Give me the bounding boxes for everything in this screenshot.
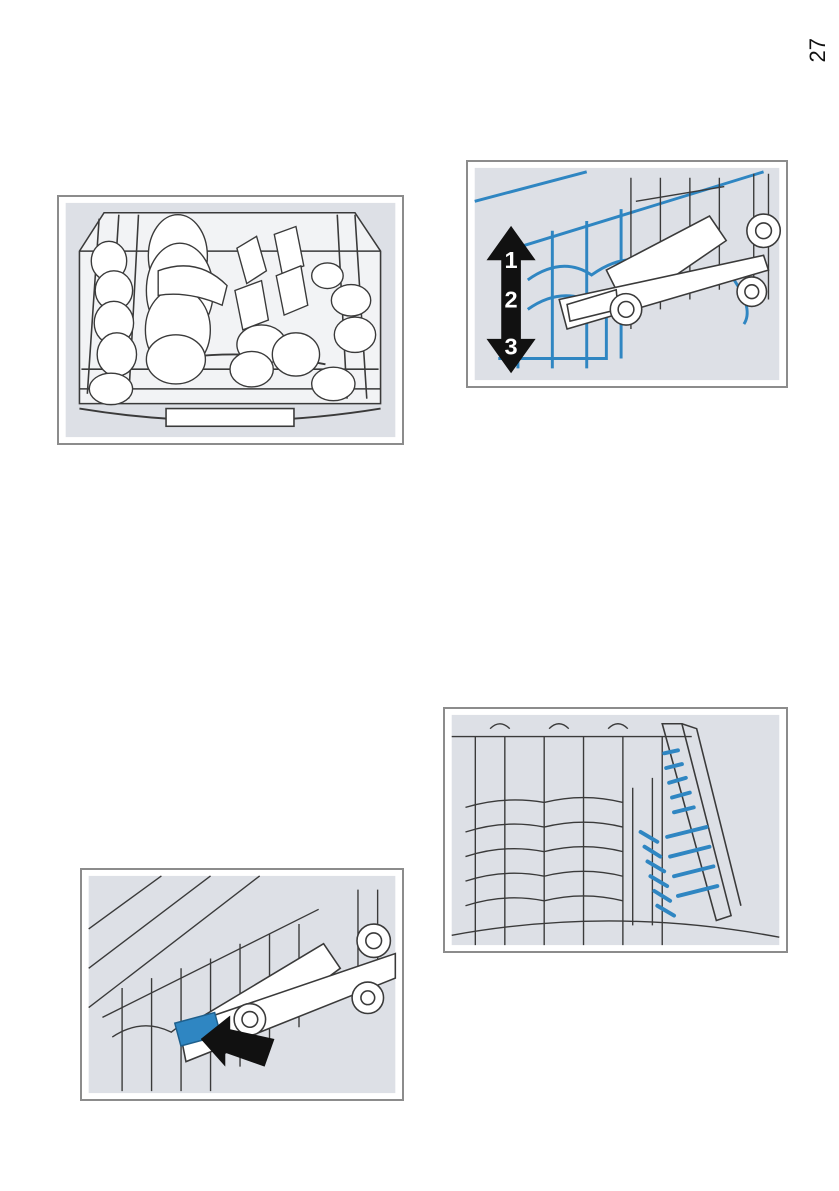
height-marker-1: 1	[505, 247, 518, 273]
height-marker-2: 2	[505, 286, 518, 312]
figure-height-adjustment: 1 2 3	[466, 160, 788, 388]
basket-handle	[166, 409, 294, 427]
figure-loaded-basket	[57, 195, 404, 445]
figure-release-lever	[80, 868, 404, 1101]
figure-folding-tines	[443, 707, 788, 953]
page-number: 27	[807, 38, 829, 62]
height-marker-3: 3	[505, 334, 518, 360]
